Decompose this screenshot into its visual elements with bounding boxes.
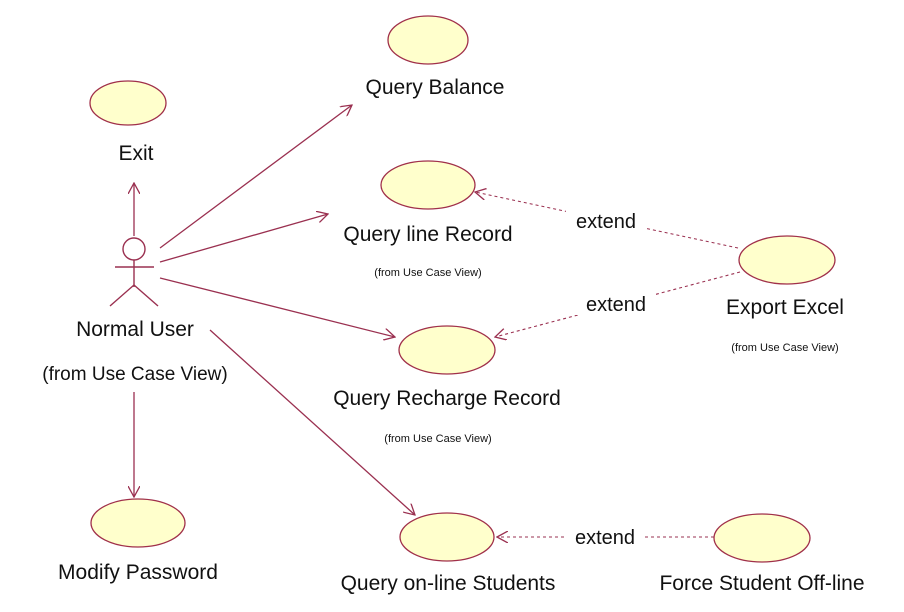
use-case-export-excel[interactable] bbox=[738, 235, 836, 285]
association-query-line-record bbox=[159, 214, 328, 263]
extend-label: extend bbox=[586, 294, 646, 316]
use-case-exit[interactable] bbox=[89, 80, 167, 126]
actor-note: (from Use Case View) bbox=[42, 364, 227, 385]
association-query-balance bbox=[159, 105, 352, 249]
association-query-online-students bbox=[209, 329, 415, 515]
use-case-query-online-students[interactable] bbox=[399, 512, 495, 562]
association-query-recharge-record bbox=[159, 277, 395, 337]
use-case-note: (from Use Case View) bbox=[384, 433, 491, 445]
use-case-note: (from Use Case View) bbox=[731, 342, 838, 354]
use-case-query-balance[interactable] bbox=[387, 15, 469, 65]
actor-name: Normal User bbox=[76, 318, 194, 341]
use-case-label: Query on-line Students bbox=[341, 572, 556, 595]
use-case-query-recharge-record[interactable] bbox=[398, 325, 496, 375]
use-case-label: Exit bbox=[118, 142, 153, 165]
actor-normal-user[interactable] bbox=[109, 237, 159, 307]
use-case-label: Query line Record bbox=[343, 223, 512, 246]
use-case-label: Modify Password bbox=[58, 561, 218, 584]
use-case-note: (from Use Case View) bbox=[374, 267, 481, 279]
use-case-label: Export Excel bbox=[726, 296, 844, 319]
use-case-label: Query Recharge Record bbox=[333, 387, 561, 410]
use-case-force-student-offline[interactable] bbox=[713, 513, 811, 563]
use-case-query-line-record[interactable] bbox=[380, 160, 476, 210]
use-case-label: Query Balance bbox=[366, 76, 505, 99]
use-case-label: Force Student Off-line bbox=[659, 572, 864, 595]
extend-label: extend bbox=[575, 527, 635, 549]
actor-head bbox=[122, 237, 146, 261]
use-case-modify-password[interactable] bbox=[90, 498, 186, 548]
extend-label: extend bbox=[576, 211, 636, 233]
